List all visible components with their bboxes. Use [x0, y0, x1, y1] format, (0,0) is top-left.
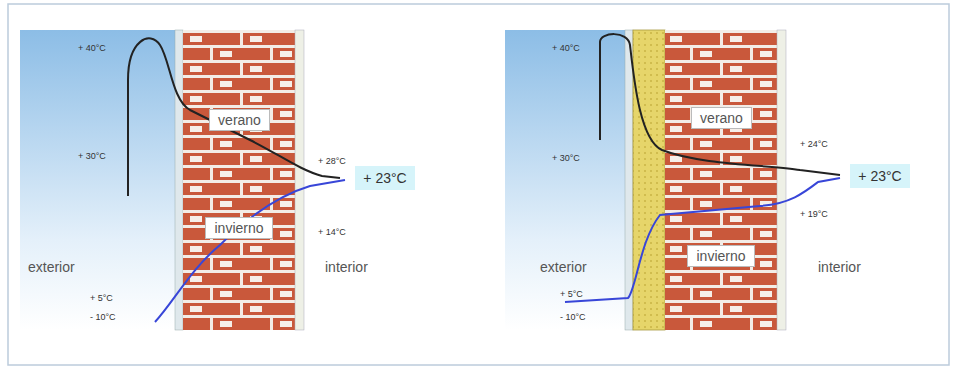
side-label: interior [325, 260, 368, 275]
season-box: verano [691, 107, 752, 129]
temperature-label: + 5°C [90, 294, 113, 304]
season-box: verano [209, 109, 270, 131]
season-box: invierno [205, 217, 273, 239]
box-text: + 23°C [858, 168, 901, 184]
temperature-label: - 10°C [90, 313, 116, 323]
box-text: + 23°C [363, 170, 406, 186]
box-text: verano [700, 110, 743, 126]
temperature-label: + 40°C [78, 44, 106, 54]
season-box: invierno [687, 245, 755, 267]
side-label: interior [818, 260, 861, 275]
side-label: exterior [28, 260, 75, 275]
temperature-label: + 24°C [800, 140, 828, 150]
temperature-label: + 30°C [78, 152, 106, 162]
temperature-label: - 10°C [560, 313, 586, 323]
side-label: exterior [540, 260, 587, 275]
temperature-box: + 23°C [850, 164, 910, 188]
box-text: invierno [696, 248, 745, 264]
box-text: verano [218, 112, 261, 128]
temperature-label: + 28°C [318, 157, 346, 167]
temperature-label: + 30°C [552, 154, 580, 164]
box-text: invierno [214, 220, 263, 236]
temperature-label: + 19°C [800, 210, 828, 220]
temperature-label: + 40°C [552, 44, 580, 54]
temperature-label: + 14°C [318, 228, 346, 238]
temperature-label: + 5°C [560, 290, 583, 300]
temperature-box: + 23°C [355, 166, 415, 190]
